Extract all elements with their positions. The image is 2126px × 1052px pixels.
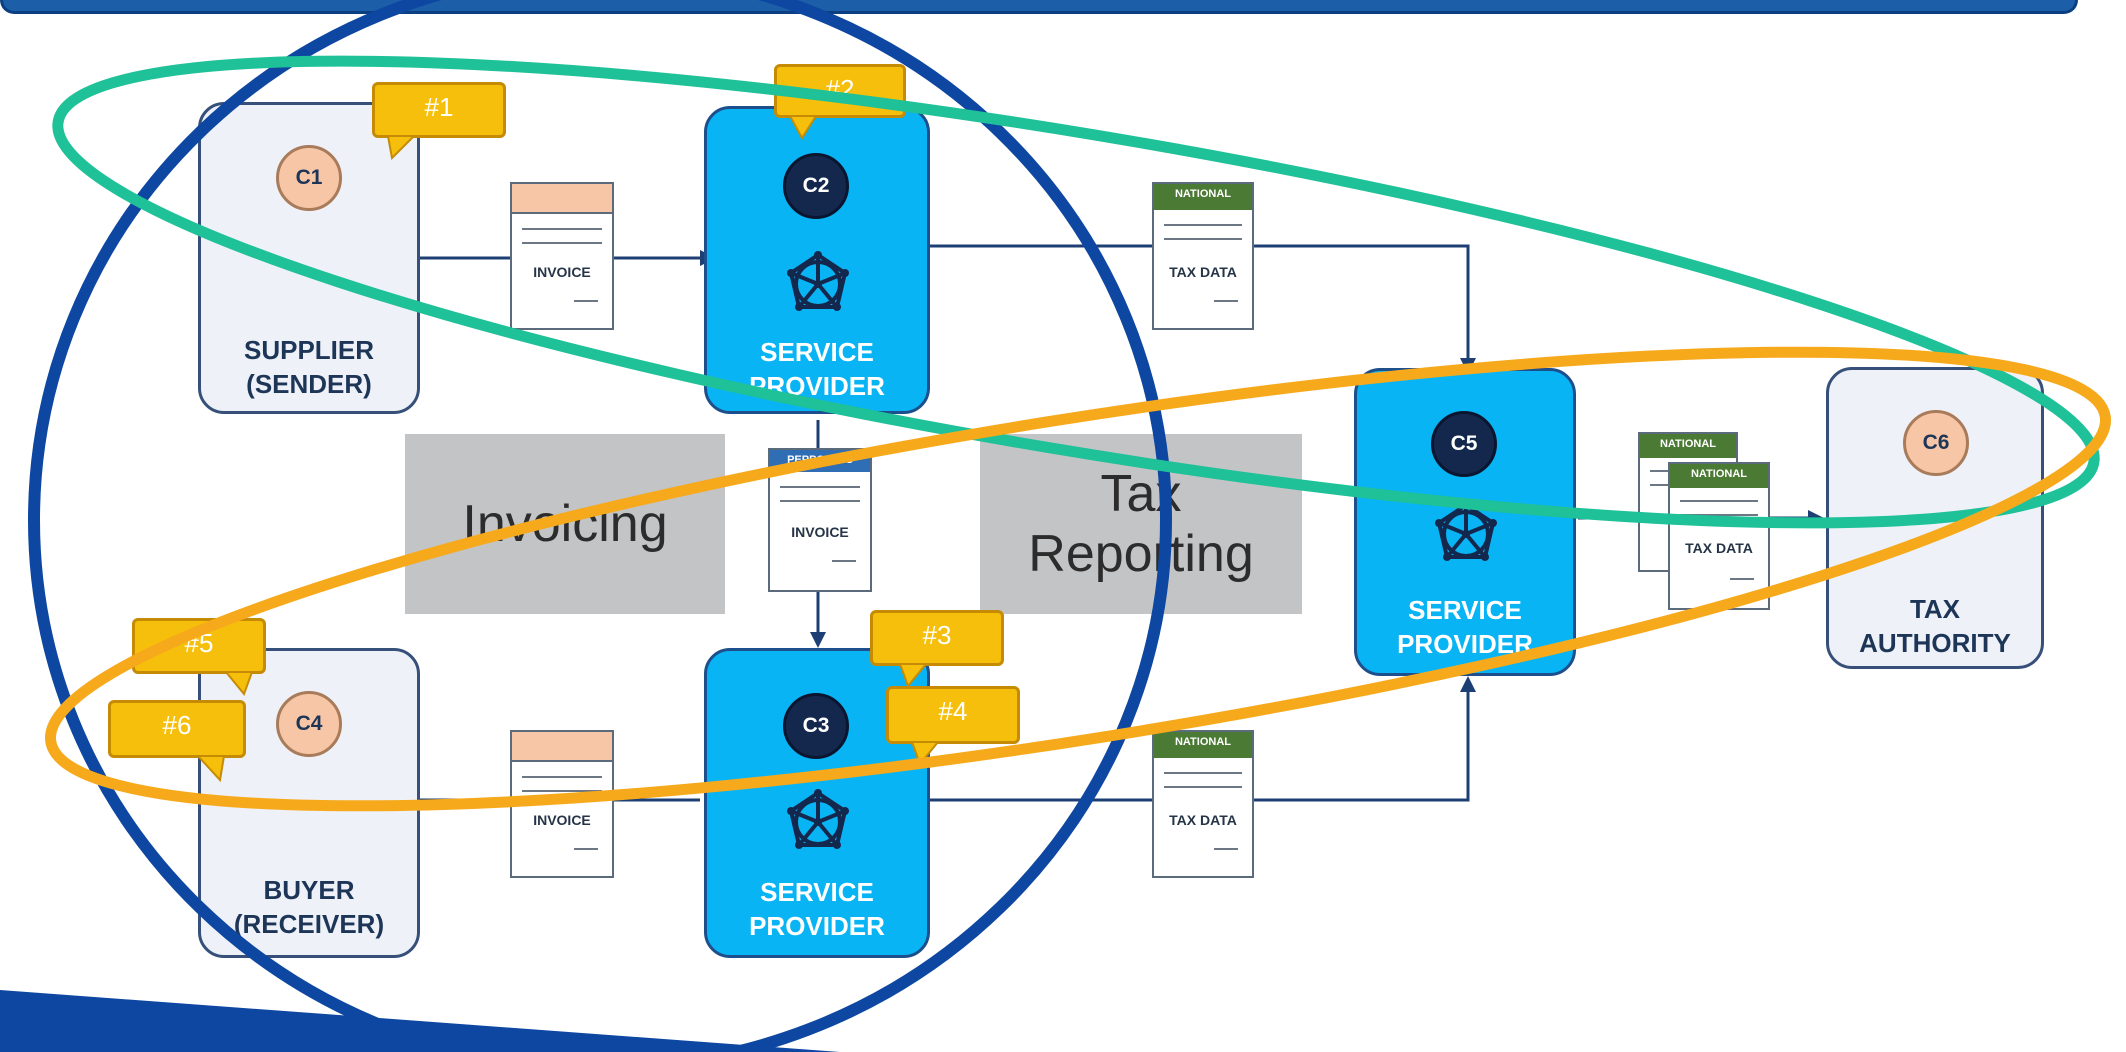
sp-c3-label-line1: SERVICE <box>760 877 874 907</box>
sp-c3-code-badge: C3 <box>783 693 849 759</box>
service-provider-c5: C5 SERVICE PROVIDER <box>1354 368 1576 676</box>
sp-c5-label-line1: SERVICE <box>1408 595 1522 625</box>
doc-line <box>780 500 860 502</box>
doc-dash <box>574 848 598 850</box>
sp-c5-code-badge: C5 <box>1431 411 1497 477</box>
callout-6-pointer <box>196 756 226 782</box>
doc-line <box>1164 238 1242 240</box>
callout-1-pointer <box>386 136 416 160</box>
doc-line <box>1164 772 1242 774</box>
connector-sp3-to-sp5 <box>928 690 1470 802</box>
callout-1: #1 <box>372 82 506 138</box>
doc-dash <box>1214 848 1238 850</box>
sp-c5-code: C5 <box>1450 432 1478 455</box>
invoice-header-band <box>512 732 612 762</box>
buyer-code: C4 <box>295 712 323 735</box>
national-header: NATIONAL <box>1640 434 1736 458</box>
callout-3-pointer <box>898 664 928 688</box>
green-scope-ellipse <box>52 55 2100 529</box>
callout-6-label: #6 <box>162 710 192 740</box>
doc-line <box>1680 514 1758 516</box>
callout-2-pointer <box>788 116 818 140</box>
buyer-label-line2: (RECEIVER) <box>233 909 385 939</box>
taxdata-right-front-text: TAX DATA <box>1685 540 1753 556</box>
arrowhead-to-sp3 <box>810 632 826 648</box>
buyer-code-badge: C4 <box>276 691 342 757</box>
taxdata-document-right-front: NATIONAL TAX DATA <box>1668 462 1770 610</box>
invoice-bottom-text: INVOICE <box>533 812 591 828</box>
supplier-label-line2: (SENDER) <box>246 369 372 399</box>
callout-4: #4 <box>886 686 1020 744</box>
sp-c2-code-badge: C2 <box>783 153 849 219</box>
tax-reporting-label-line2: Reporting <box>1028 525 1254 583</box>
service-provider-c3: C3 SERVICE PROVIDER <box>704 648 930 958</box>
doc-line <box>1164 224 1242 226</box>
doc-dash <box>1730 578 1754 580</box>
supplier-label-line1: SUPPLIER <box>243 335 375 365</box>
doc-dash <box>1214 300 1238 302</box>
buyer-label-line1: BUYER <box>263 875 355 905</box>
bottom-band <box>0 990 840 1052</box>
peppol-invoice-text: INVOICE <box>791 524 849 540</box>
callout-3-label: #3 <box>922 620 952 650</box>
callout-6: #6 <box>108 700 246 758</box>
taxdata-document-bottom: NATIONAL TAX DATA <box>1152 730 1254 878</box>
doc-line <box>522 242 602 244</box>
arrowhead-to-sp5-bottom <box>1460 676 1476 692</box>
callout-5-pointer <box>224 672 254 696</box>
sp-c3-label-line2: PROVIDER <box>749 911 885 941</box>
supplier-code: C1 <box>295 166 323 189</box>
doc-line <box>522 776 602 778</box>
national-header: NATIONAL <box>1154 732 1252 758</box>
invoicing-section: Invoicing <box>405 434 725 614</box>
doc-line <box>522 228 602 230</box>
national-header: NATIONAL <box>1154 184 1252 210</box>
network-globe-icon <box>1435 501 1497 561</box>
national-header: NATIONAL <box>1670 464 1768 488</box>
callout-1-label: #1 <box>424 92 454 122</box>
doc-dash <box>574 300 598 302</box>
supplier-code-badge: C1 <box>276 145 342 211</box>
invoice-header-band <box>512 184 612 214</box>
sp-c2-label-line1: SERVICE <box>760 337 874 367</box>
supplier-node: C1 SUPPLIER (SENDER) <box>198 102 420 414</box>
callout-4-label: #4 <box>938 696 968 726</box>
tax-authority-label-line2: AUTHORITY <box>1859 628 2011 658</box>
tax-authority-code-badge: C6 <box>1903 410 1969 476</box>
taxdata-top-text: TAX DATA <box>1169 264 1237 280</box>
doc-line <box>1680 500 1758 502</box>
sp-c3-code: C3 <box>802 714 830 737</box>
taxdata-bottom-text: TAX DATA <box>1169 812 1237 828</box>
tax-authority-label-line1: TAX <box>1909 594 1961 624</box>
sp-c2-code: C2 <box>802 174 830 197</box>
network-globe-icon <box>787 251 849 311</box>
invoice-top-text: INVOICE <box>533 264 591 280</box>
callout-3: #3 <box>870 610 1004 666</box>
invoicing-scope-circle <box>28 0 1172 1052</box>
connector-sp2-to-sp5 <box>928 244 1470 360</box>
orange-scope-ellipse <box>44 346 2112 812</box>
doc-line <box>780 486 860 488</box>
doc-line <box>1164 786 1242 788</box>
service-provider-c2: C2 SERVICE PROVIDER <box>704 106 930 414</box>
doc-line <box>522 790 602 792</box>
doc-dash <box>832 560 856 562</box>
tax-authority-code: C6 <box>1922 431 1950 454</box>
invoice-document-top: INVOICE <box>510 182 614 330</box>
taxdata-document-top: NATIONAL TAX DATA <box>1152 182 1254 330</box>
network-globe-icon <box>787 789 849 849</box>
